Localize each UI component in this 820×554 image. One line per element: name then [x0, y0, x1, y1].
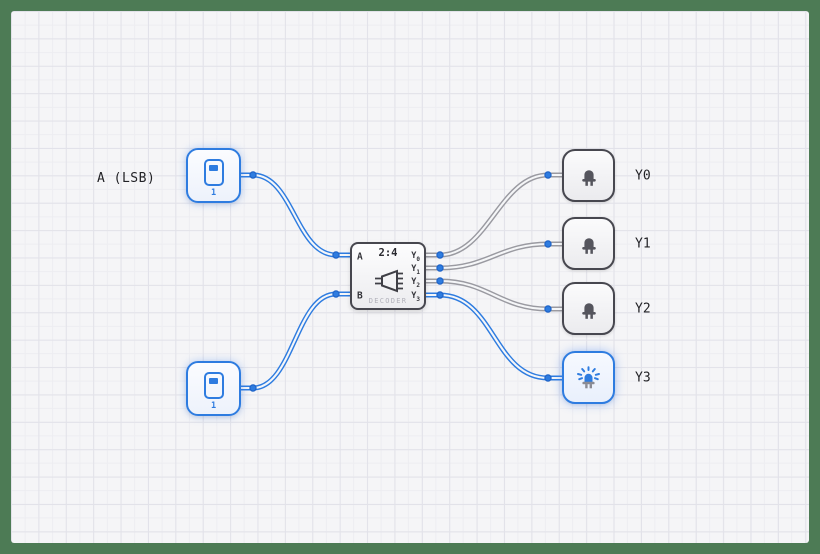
decoder-name: DECODER: [368, 297, 408, 305]
decoder-2to4[interactable]: 2:4 A B Y0 Y1 Y2 Y3 DECODER: [350, 242, 426, 310]
led-off-icon: [581, 302, 596, 319]
switch-b[interactable]: 1: [186, 361, 241, 416]
wire-input-b: [238, 291, 353, 391]
wire-y0: [423, 172, 565, 258]
decoder-pin-y3: Y3: [411, 291, 420, 303]
wire-y2: [423, 278, 565, 312]
connection-dots: [249, 171, 552, 392]
toggle-knob: [209, 164, 218, 171]
led-off-icon: [581, 237, 596, 254]
decoder-pin-b: B: [357, 290, 363, 302]
wire-input-a: [238, 172, 353, 258]
led-y2-label: Y2: [635, 301, 651, 316]
led-y0-label: Y0: [635, 168, 651, 183]
switch-a-value: 1: [210, 188, 217, 198]
led-y1-label: Y1: [635, 236, 651, 251]
led-on-icon: [577, 365, 600, 388]
input-a-annotation: A (LSB): [97, 171, 156, 186]
led-y3[interactable]: [562, 351, 615, 404]
led-off-icon: [581, 169, 596, 186]
switch-b-value: 1: [210, 401, 217, 411]
decoder-title: 2:4: [378, 247, 398, 259]
led-y1[interactable]: [562, 217, 615, 270]
wire-layer: [238, 171, 565, 392]
decoder-icon: [375, 269, 403, 293]
toggle-switch-icon: [203, 159, 224, 186]
wire-y3: [423, 292, 565, 381]
decoder-pin-y1: Y1: [411, 264, 420, 276]
switch-a[interactable]: 1: [186, 148, 241, 203]
circuit-canvas[interactable]: A (LSB) 1 1 2:4 A B Y0 Y1 Y2 Y3: [11, 11, 809, 543]
led-y0[interactable]: [562, 149, 615, 202]
decoder-pin-a: A: [357, 251, 363, 263]
decoder-pin-y0: Y0: [411, 251, 420, 263]
toggle-switch-icon: [203, 372, 224, 399]
led-y2[interactable]: [562, 282, 615, 335]
wire-y1: [423, 241, 565, 271]
led-y3-label: Y3: [635, 370, 651, 385]
decoder-pin-y2: Y2: [411, 277, 420, 289]
toggle-knob: [209, 377, 218, 384]
